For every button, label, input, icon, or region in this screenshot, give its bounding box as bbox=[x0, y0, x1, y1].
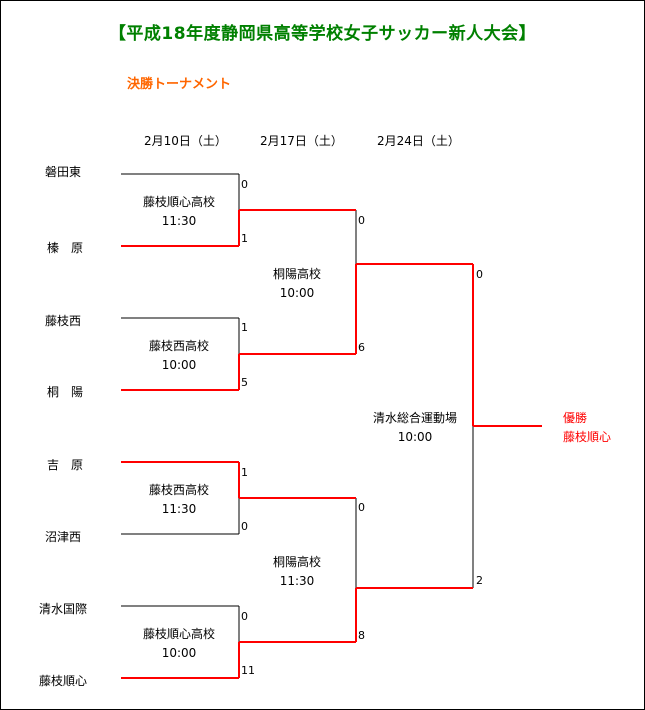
score-r1-2-top: 1 bbox=[241, 321, 248, 334]
score-r1-1-bottom: 1 bbox=[241, 232, 248, 245]
champion-label: 優勝 bbox=[563, 411, 588, 425]
score-final-top: 0 bbox=[476, 268, 483, 281]
score-final-bottom: 2 bbox=[476, 574, 483, 587]
date-final: 2月24日（土） bbox=[377, 134, 460, 148]
match-r2-2-info: 桐陽高校 11:30 bbox=[237, 553, 357, 591]
venue-name: 藤枝西高校 bbox=[148, 339, 209, 353]
score-r2-2-bottom: 8 bbox=[358, 629, 365, 642]
team-iwata-higashi: 磐田東 bbox=[45, 165, 82, 179]
match-time: 10:00 bbox=[397, 430, 433, 444]
match-r1-1-info: 藤枝順心高校 11:30 bbox=[119, 193, 239, 231]
venue-name: 桐陽高校 bbox=[272, 267, 321, 281]
team-yoshiwara: 吉 原 bbox=[47, 458, 84, 472]
date-round2: 2月17日（土） bbox=[260, 134, 343, 148]
bracket-winner-lines bbox=[121, 209, 542, 679]
venue-name: 藤枝順心高校 bbox=[142, 195, 215, 209]
bracket-subtitle: 決勝トーナメント bbox=[127, 77, 232, 92]
champion-team: 藤枝順心 bbox=[563, 430, 612, 444]
score-r1-3-bottom: 0 bbox=[241, 520, 248, 533]
page-title: 【平成18年度静岡県高等学校女子サッカー新人大会】 bbox=[108, 24, 537, 44]
match-r1-2-info: 藤枝西高校 10:00 bbox=[119, 337, 239, 375]
bracket-black-lines bbox=[121, 173, 474, 642]
venue-name: 藤枝西高校 bbox=[148, 483, 209, 497]
team-numazu-nishi: 沼津西 bbox=[45, 530, 82, 544]
team-haibara: 榛 原 bbox=[47, 241, 84, 255]
match-r1-3-info: 藤枝西高校 11:30 bbox=[119, 481, 239, 519]
team-fujieda-nishi: 藤枝西 bbox=[45, 314, 82, 328]
date-round1: 2月10日（土） bbox=[144, 134, 227, 148]
match-time: 10:00 bbox=[279, 286, 315, 300]
score-r1-2-bottom: 5 bbox=[241, 376, 248, 389]
team-toyo: 桐 陽 bbox=[47, 385, 84, 399]
score-r2-2-top: 0 bbox=[358, 501, 365, 514]
score-r1-3-top: 1 bbox=[241, 466, 248, 479]
match-time: 11:30 bbox=[161, 214, 197, 228]
venue-name: 藤枝順心高校 bbox=[142, 627, 215, 641]
match-time: 10:00 bbox=[161, 358, 197, 372]
match-time: 11:30 bbox=[279, 574, 315, 588]
match-time: 11:30 bbox=[161, 502, 197, 516]
match-time: 10:00 bbox=[161, 646, 197, 660]
team-shimizu-kokusai: 清水国際 bbox=[39, 602, 88, 616]
match-final-info: 清水総合運動場 10:00 bbox=[355, 409, 475, 447]
score-r2-1-top: 0 bbox=[358, 214, 365, 227]
venue-name: 桐陽高校 bbox=[272, 555, 321, 569]
score-r1-1-top: 0 bbox=[241, 178, 248, 191]
champion-block: 優勝 藤枝順心 bbox=[563, 409, 611, 447]
venue-name: 清水総合運動場 bbox=[372, 411, 457, 425]
score-r2-1-bottom: 6 bbox=[358, 341, 365, 354]
score-r1-4-top: 0 bbox=[241, 610, 248, 623]
match-r2-1-info: 桐陽高校 10:00 bbox=[237, 265, 357, 303]
match-r1-4-info: 藤枝順心高校 10:00 bbox=[119, 625, 239, 663]
score-r1-4-bottom: 11 bbox=[241, 664, 255, 677]
team-fujieda-junshin: 藤枝順心 bbox=[39, 674, 88, 688]
